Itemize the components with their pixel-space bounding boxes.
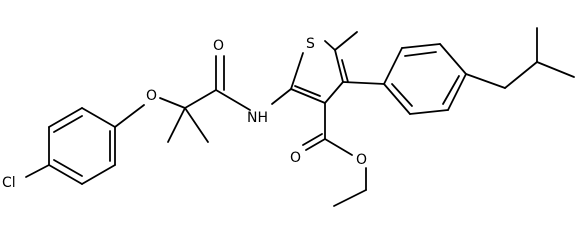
bond: [81, 164, 116, 185]
bond: [409, 109, 449, 115]
bond: [504, 61, 538, 89]
chlorophenyl-ring: [48, 107, 116, 185]
bond: [81, 107, 116, 128]
bond: [53, 115, 83, 133]
bond: [290, 52, 304, 90]
bond: [25, 164, 50, 178]
bond: [305, 138, 326, 151]
bond: [215, 89, 251, 111]
bond: [294, 85, 321, 97]
bond: [465, 73, 506, 89]
bond: [48, 107, 83, 128]
bond: [442, 75, 460, 105]
ester-oxygen-label: O: [356, 152, 367, 168]
thiophene-sulfur-label: S: [306, 36, 315, 52]
bond: [290, 88, 326, 104]
isobutylphenyl-ring: [342, 43, 467, 115]
amide-nh-label: NH: [247, 110, 268, 126]
bond: [536, 61, 575, 78]
bond: [342, 81, 385, 85]
bond: [391, 83, 413, 107]
bond: [404, 51, 437, 57]
bond: [334, 49, 344, 83]
bond: [114, 104, 145, 128]
bond: [383, 47, 403, 85]
bond: [447, 73, 467, 111]
bond: [271, 88, 292, 105]
ether-oxygen-label: O: [146, 88, 157, 104]
bond: [333, 189, 367, 207]
bond: [53, 159, 83, 177]
bond: [324, 138, 353, 156]
bond: [324, 81, 344, 104]
bond: [184, 89, 217, 109]
bond: [184, 107, 209, 143]
bond: [383, 83, 411, 115]
bond: [341, 59, 349, 83]
thiophene-ring: [290, 40, 349, 104]
bond: [167, 107, 186, 143]
bond: [401, 43, 441, 49]
bond: [324, 40, 336, 51]
bond: [159, 97, 186, 109]
amide-oxygen-label: O: [213, 38, 224, 54]
structure-canvas: Cl O O NH S O O: [2, 27, 575, 207]
chlorine-label: Cl: [2, 175, 16, 191]
bond: [334, 31, 358, 51]
bond: [302, 133, 323, 146]
bond: [439, 43, 467, 75]
ester-carbonyl-oxygen-label: O: [290, 150, 301, 166]
bond: [48, 164, 83, 185]
